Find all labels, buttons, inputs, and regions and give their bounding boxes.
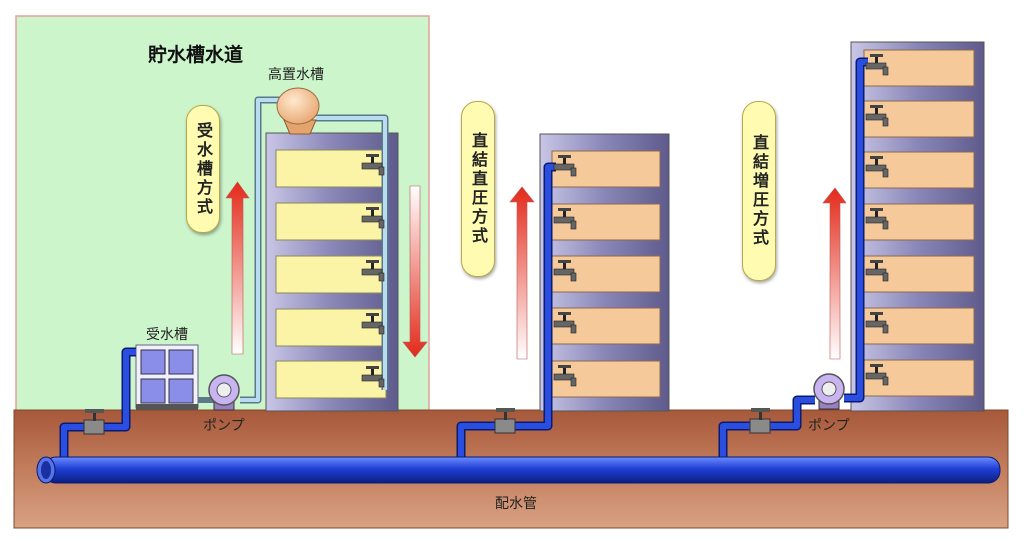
arrow-up-2 [509,186,535,360]
method-pill-direct-pressure: 直結直圧方式 [461,101,495,277]
faucet-icon [361,366,385,388]
faucet-icon [865,260,889,282]
faucet-icon [865,312,889,334]
faucet-icon [361,207,385,229]
faucet-icon [865,54,889,76]
zone-title: 貯水槽水道 [148,44,244,66]
faucet-icon [865,156,889,178]
valve-3 [749,408,771,434]
pump-1 [208,374,240,411]
faucet-icon [361,313,385,335]
faucet-icon [865,208,889,230]
pump-2-label: ポンプ [808,418,850,434]
main-pipe-label: 配水管 [495,496,537,512]
faucet-icon [553,260,577,282]
method-label-booster: 直結増圧方式 [750,134,769,248]
method-label-receiving-tank: 受水槽方式 [194,121,213,217]
faucet-icon [361,260,385,282]
arrow-down-1 [402,185,428,358]
arrow-up-1 [225,181,250,355]
faucet-icon [553,365,577,387]
faucet-icon [361,154,385,176]
method-label-direct-pressure: 直結直圧方式 [469,132,488,246]
receiving-tank-label: 受水槽 [146,327,188,343]
building-2 [539,133,670,412]
faucet-icon [865,105,889,127]
pump-2 [813,373,845,410]
supply-pipes [59,57,868,460]
pump-1-label: ポンプ [203,418,245,434]
building-3 [850,41,985,412]
receiving-tank [135,344,199,410]
faucet-icon [553,155,577,177]
faucet-icon [553,208,577,230]
method-pill-booster: 直結増圧方式 [742,101,776,281]
elevated-tank-pipes [240,96,389,404]
elevated-tank [276,87,320,135]
distribution-main-pipe [36,456,1001,484]
valve-1 [83,409,105,435]
arrow-up-3 [822,187,847,360]
method-pill-receiving-tank: 受水槽方式 [186,105,220,233]
faucet-icon [553,312,577,334]
valve-2 [494,408,516,434]
elevated-tank-label: 高置水槽 [268,67,324,83]
faucet-icon [865,364,889,386]
